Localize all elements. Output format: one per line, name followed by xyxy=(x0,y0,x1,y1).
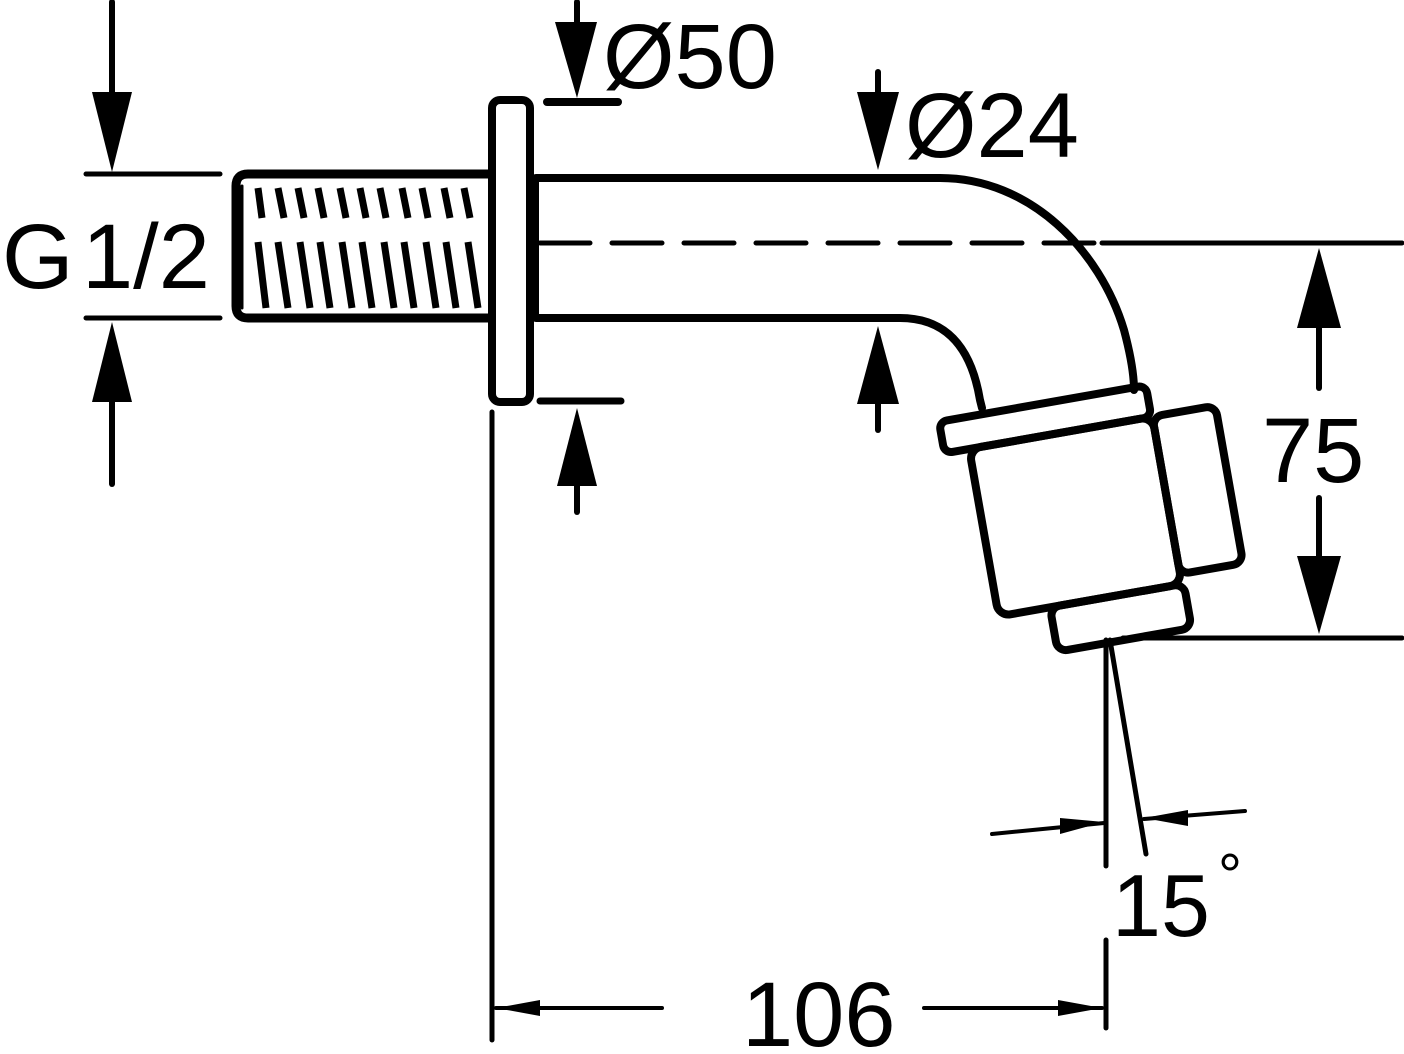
pipe-diameter-label: Ø24 xyxy=(905,75,1079,177)
thread-hatching xyxy=(254,187,482,309)
flange-diameter-label: Ø50 xyxy=(603,6,777,108)
projection-dimension: 106 xyxy=(489,409,1109,1054)
thread-dimension: G 1/2 xyxy=(2,0,223,487)
projection-label: 106 xyxy=(742,964,896,1054)
arrow-down-icon xyxy=(1297,556,1341,634)
spout-pipe xyxy=(532,174,1138,412)
height-label: 75 xyxy=(1262,400,1364,502)
arrow-up-icon xyxy=(1297,248,1341,328)
arrow-up-icon xyxy=(557,408,597,486)
arrow-up-icon xyxy=(857,326,899,404)
arrow-up-icon xyxy=(92,322,132,402)
arrow-left-icon xyxy=(1144,810,1188,826)
thread-label-prefix: G xyxy=(2,206,74,308)
height-dimension: 75 xyxy=(1120,248,1404,641)
aerator-head xyxy=(936,382,1246,655)
wall-flange xyxy=(488,96,534,406)
angle-label-value: 15 xyxy=(1112,856,1210,955)
arrow-right-icon xyxy=(1060,818,1104,834)
angle-dimension: 15 ° xyxy=(990,637,1247,955)
threaded-connector xyxy=(231,169,495,323)
arrow-right-icon xyxy=(1058,1000,1102,1016)
thread-label-value: 1/2 xyxy=(82,206,210,308)
flange-diameter-dimension: Ø50 xyxy=(536,0,777,515)
arrow-left-icon xyxy=(496,1000,540,1016)
arrow-down-icon xyxy=(555,22,597,98)
angle-label-unit: ° xyxy=(1218,842,1242,909)
arrow-down-icon xyxy=(857,92,899,170)
arrow-down-icon xyxy=(92,92,132,172)
pipe-diameter-dimension: Ø24 xyxy=(857,69,1079,433)
